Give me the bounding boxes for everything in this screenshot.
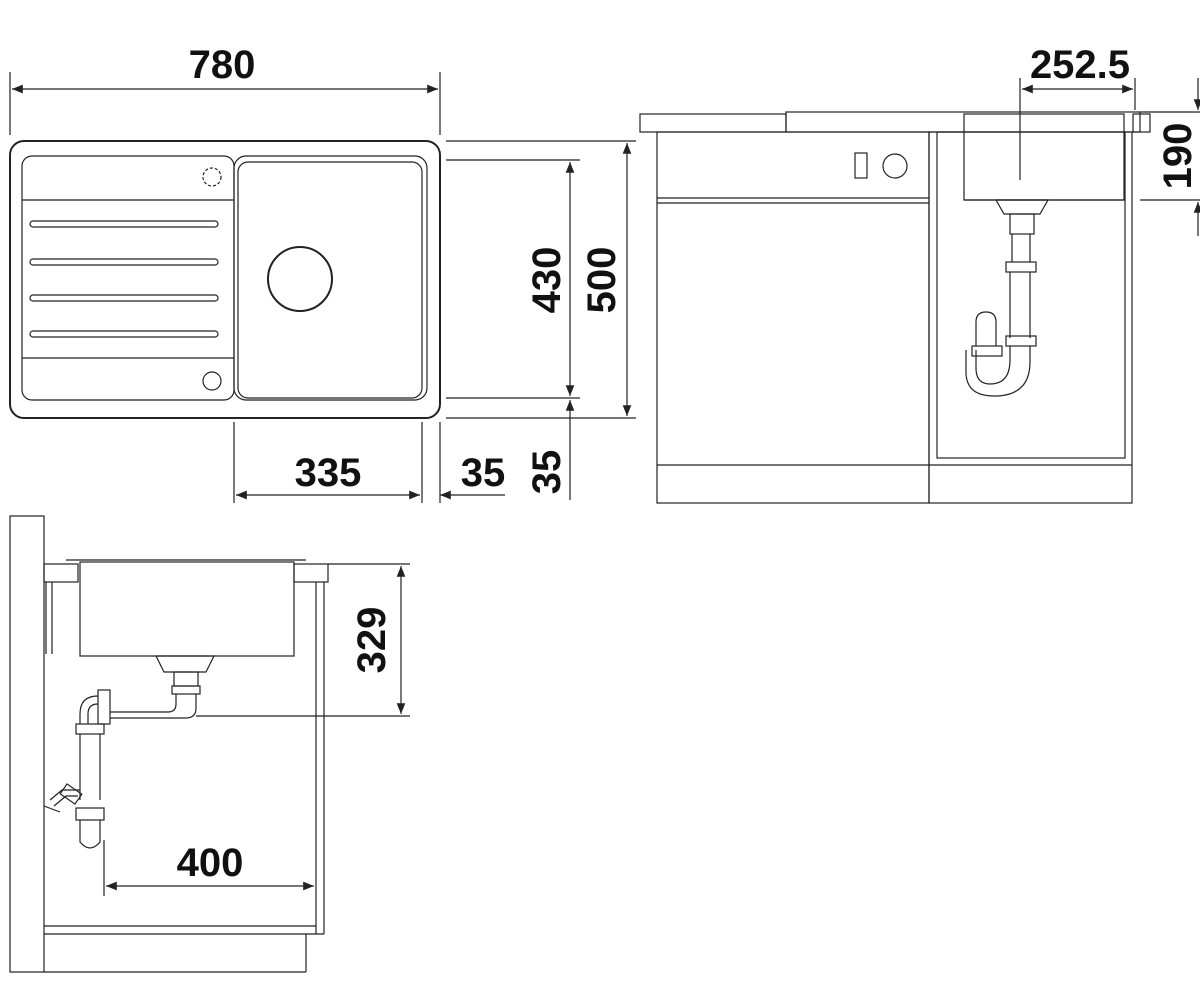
worktop-left (639, 113, 787, 133)
waste-trap-section (43, 655, 215, 849)
worktop-section-left (43, 563, 79, 583)
tap-hole-bottom (202, 371, 222, 391)
dim-335: 335 (295, 451, 362, 495)
worktop-section-right (293, 563, 329, 583)
sink-bowl-side (963, 113, 1125, 201)
wall-section (9, 515, 45, 973)
dim-500: 500 (580, 247, 624, 314)
worktop-sink-rim (785, 111, 1141, 133)
dim-430: 430 (525, 247, 569, 314)
side-section-view: 329 400 (9, 515, 410, 973)
drainboard-grooves (29, 220, 219, 338)
drainboard-outline (21, 155, 235, 401)
dim-329: 329 (350, 607, 394, 674)
dim-252-5: 252.5 (1030, 43, 1130, 87)
drain-hole (267, 246, 333, 312)
sink-bowl-section (79, 561, 295, 657)
top-view: 780 430 500 35 335 35 (9, 43, 636, 503)
control-knob-icon (882, 153, 908, 179)
dim-35-vertical: 35 (525, 450, 569, 495)
control-rect-icon (854, 152, 868, 179)
waste-trap (965, 199, 1050, 397)
tap-hole-top (202, 167, 222, 187)
dim-190: 190 (1156, 123, 1200, 190)
dishwasher-cabinet (656, 131, 930, 504)
bowl-outline-outer (233, 155, 428, 401)
sink-outline (9, 140, 441, 419)
front-view: 252.5 190 (639, 43, 1200, 504)
dim-780: 780 (189, 43, 256, 87)
dim-35-horizontal: 35 (461, 451, 506, 495)
bowl-outline-inner (237, 161, 423, 399)
dim-400: 400 (177, 841, 244, 885)
